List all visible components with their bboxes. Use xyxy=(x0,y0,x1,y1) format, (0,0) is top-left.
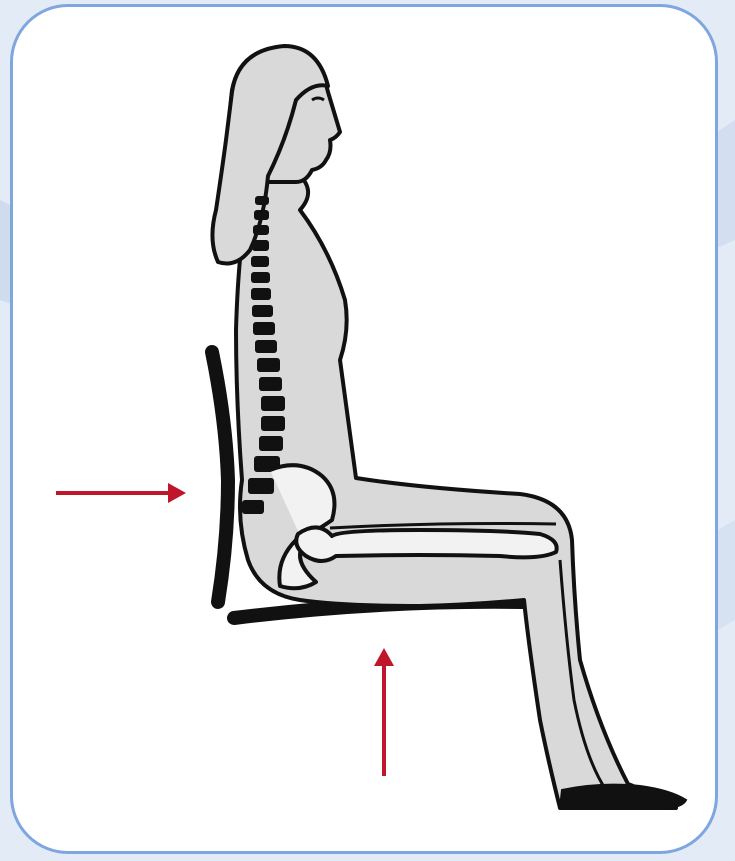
seat-force-arrow-icon xyxy=(374,648,394,776)
shoe xyxy=(560,785,686,808)
chair-backrest xyxy=(212,352,228,602)
backrest-force-arrow-icon xyxy=(56,483,186,503)
